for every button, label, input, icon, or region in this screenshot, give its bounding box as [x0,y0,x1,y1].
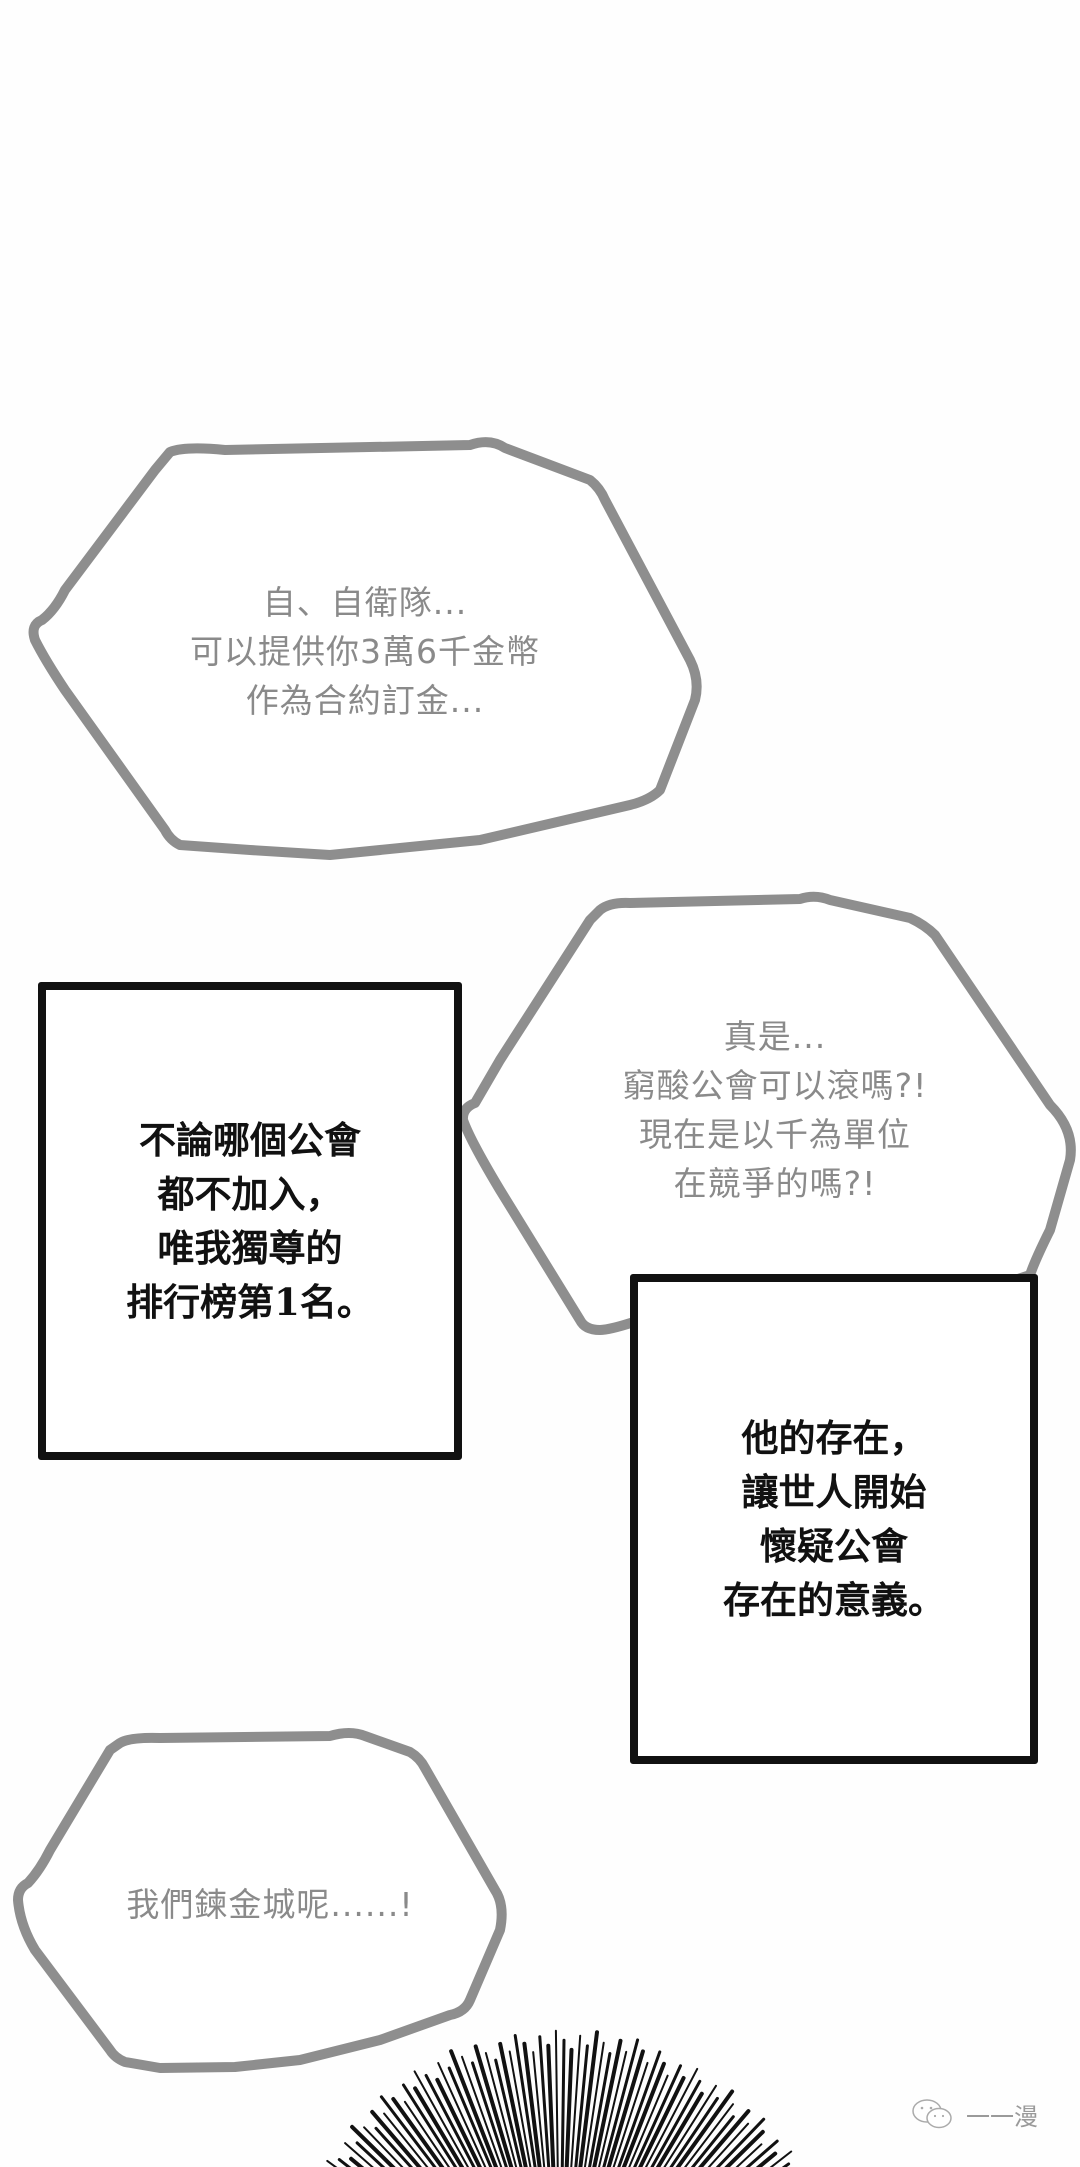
bubble-line: 可以提供你3萬6千金幣 [190,632,540,671]
narration-line: 唯我獨尊的 [157,1226,343,1270]
speed-lines-burst [326,2029,793,2167]
bubble-line: 作為合約訂金... [245,681,485,720]
speech-bubble-2-text: 真是... 窮酸公會可以滾嗎?! 現在是以千為單位 在競爭的嗎?! [580,1012,970,1208]
narration-line: 他的存在， [741,1416,927,1460]
watermark: 一一漫 [910,2096,1038,2132]
narration-line: 讓世人開始 [741,1470,927,1514]
narration-line: 排行榜第1名。 [126,1280,374,1324]
watermark-text: 一一漫 [966,2102,1038,2131]
narration-box-1-text: 不論哪個公會 都不加入， 唯我獨尊的 排行榜第1名。 [126,1113,374,1329]
speech-bubble-1-text: 自、自衛隊... 可以提供你3萬6千金幣 作為合約訂金... [115,578,615,725]
bubble-line: 真是... [723,1017,827,1056]
bubble-line: 窮酸公會可以滾嗎?! [622,1066,928,1105]
narration-line: 都不加入， [157,1172,343,1216]
speech-bubble-1-outline [28,437,702,860]
speech-bubble-3-outline [13,1728,507,2073]
bubble-line: 在競爭的嗎?! [673,1164,877,1203]
narration-line: 不論哪個公會 [139,1118,361,1162]
narration-box-2: 他的存在， 讓世人開始 懷疑公會 存在的意義。 [630,1274,1038,1764]
narration-line: 存在的意義。 [723,1578,945,1622]
narration-box-1: 不論哪個公會 都不加入， 唯我獨尊的 排行榜第1名。 [38,982,462,1460]
bubble-line: 自、自衛隊... [262,583,468,622]
narration-box-2-text: 他的存在， 讓世人開始 懷疑公會 存在的意義。 [723,1411,945,1627]
wechat-icon [912,2099,952,2129]
bubble-line: 我們鍊金城呢......! [126,1885,414,1924]
bubble-line: 現在是以千為單位 [639,1115,911,1154]
narration-line: 懷疑公會 [760,1524,908,1568]
speech-bubble-2-outline [457,891,1076,1335]
speech-bubble-3-text: 我們鍊金城呢......! [80,1880,460,1929]
